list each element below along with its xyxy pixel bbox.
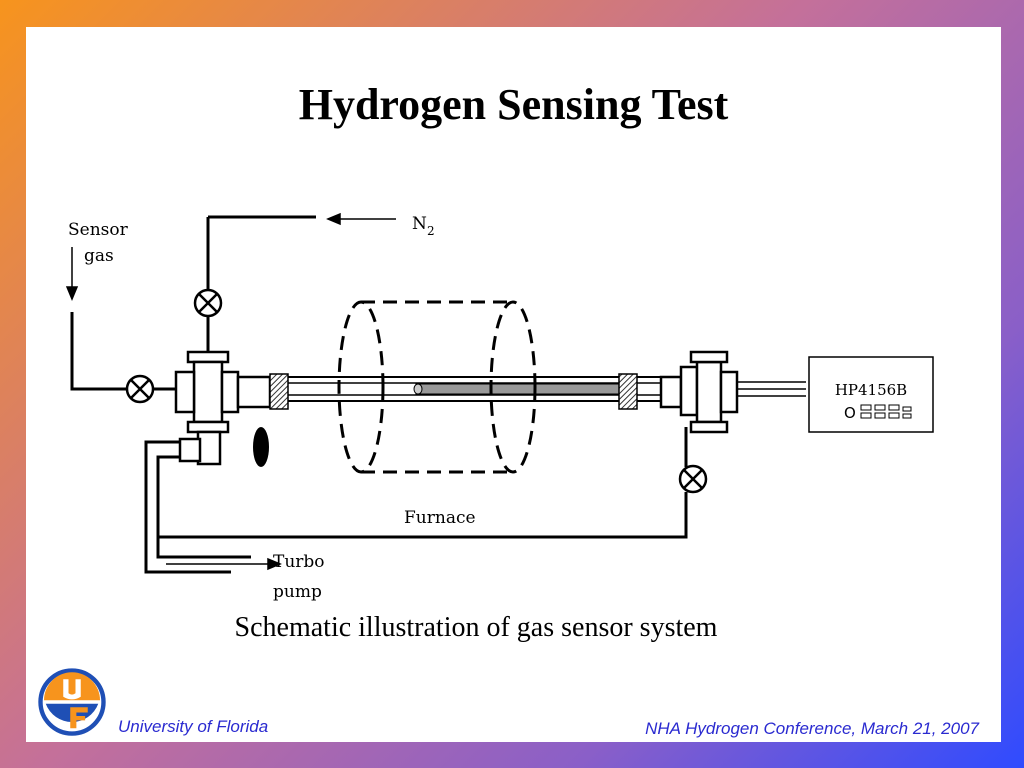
right-cross-fitting — [659, 350, 739, 434]
sensor-gas-pipe — [70, 312, 126, 391]
valve-handle-icon — [253, 427, 269, 467]
hp4156b-analyzer: HP4156B O — [808, 356, 934, 433]
turbo-inner-pipe — [156, 455, 251, 559]
label-furnace: Furnace — [404, 508, 476, 528]
label-turbo-1: Turbo — [273, 552, 325, 572]
left-seal — [269, 373, 289, 410]
right-seal — [618, 373, 638, 410]
svg-text:HP4156B: HP4156B — [835, 381, 907, 399]
valve-sensor-gas-icon — [125, 374, 155, 404]
turbo-outer-pipe — [144, 440, 231, 574]
turbo-arrow — [267, 557, 282, 571]
sensor-wires — [737, 381, 806, 397]
gas-sensor-schematic: HP4156B O Sensor gas N 2 Furnace Turbo p… — [66, 212, 934, 602]
label-n2: N — [412, 214, 427, 234]
slide: Hydrogen Sensing Test — [26, 27, 1001, 742]
svg-text:O: O — [844, 404, 856, 422]
valve-return-icon — [678, 464, 708, 494]
footer-university: University of Florida — [118, 717, 269, 736]
sensor-sample — [415, 383, 637, 395]
label-n2-sub: 2 — [427, 224, 435, 238]
n2-arrow — [326, 212, 341, 226]
slide-title: Hydrogen Sensing Test — [298, 80, 729, 129]
left-cross-fitting — [174, 350, 272, 466]
furnace — [337, 300, 537, 474]
diagram-caption: Schematic illustration of gas sensor sys… — [234, 612, 718, 643]
university-of-florida-logo — [38, 668, 106, 736]
sensor-gas-arrow — [66, 286, 79, 301]
footer-conference: NHA Hydrogen Conference, March 21, 2007 — [645, 719, 979, 738]
return-pipe — [158, 492, 688, 539]
valve-n2-icon — [193, 288, 223, 318]
label-sensor-gas-2: gas — [84, 246, 114, 266]
label-turbo-2: pump — [273, 582, 322, 602]
label-sensor-gas-1: Sensor — [68, 220, 129, 240]
